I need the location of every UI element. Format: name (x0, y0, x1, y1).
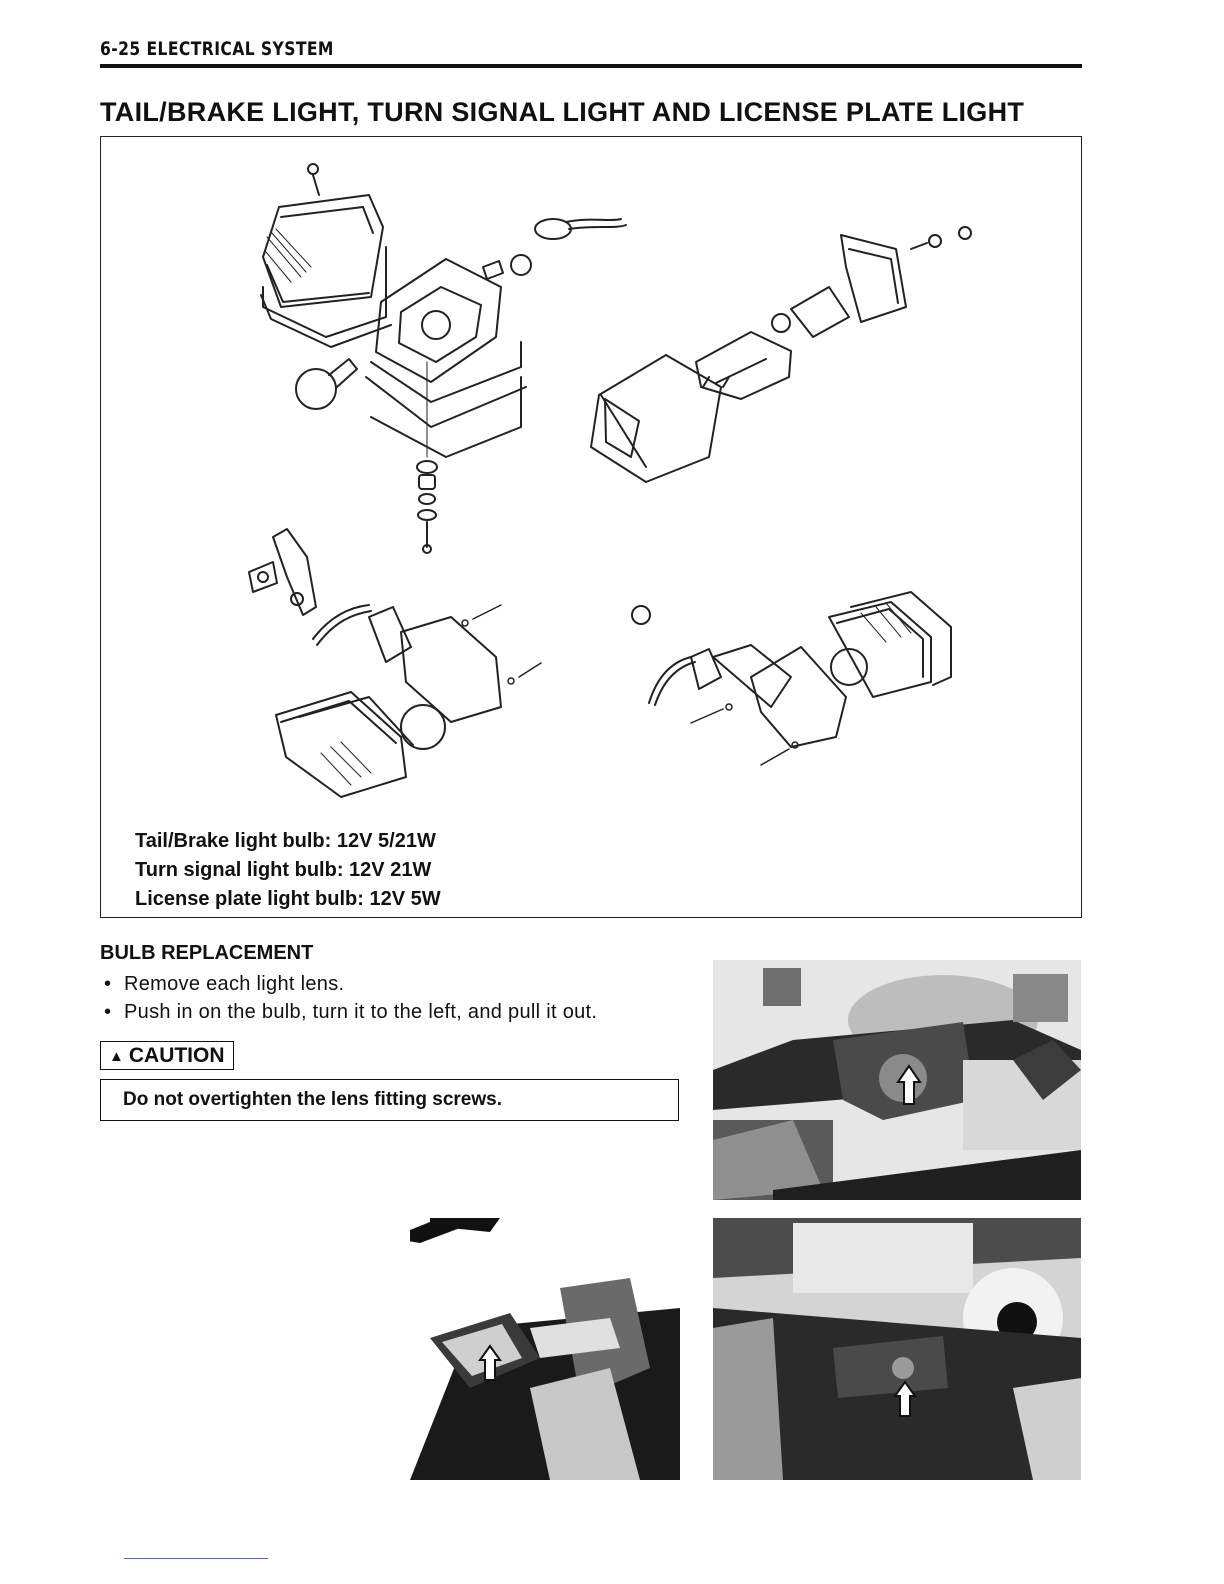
photo-tail-light-bulb (410, 1218, 680, 1480)
turn-signal-right (631, 591, 952, 748)
turn-signal-left (275, 604, 502, 798)
caution-box: Do not overtighten the lens fitting scre… (100, 1079, 679, 1121)
bulb-replacement-steps: Remove each light lens. Push in on the b… (100, 970, 597, 1026)
turn-signal-bracket (248, 528, 317, 616)
tail-socket (482, 218, 627, 280)
arrow-up-icon (896, 1064, 922, 1105)
tail-light-housing (365, 258, 527, 458)
photo-headlight-bulb (713, 960, 1081, 1200)
arrow-up-icon (478, 1344, 502, 1381)
hatch-pattern (860, 602, 912, 643)
lens-screw (307, 163, 319, 175)
turn-signal-screws (690, 703, 799, 766)
warning-triangle-icon: ▲ (109, 1047, 124, 1065)
step-item: Remove each light lens. (100, 970, 597, 998)
exploded-diagram-frame: Tail/Brake light bulb: 12V 5/21W Turn si… (100, 136, 1082, 918)
license-lamp-housing (590, 331, 792, 483)
photo-license-plate-light-bulb (713, 1218, 1081, 1480)
spec-row-turn-signal: Turn signal light bulb: 12V 21W (135, 859, 432, 881)
page-header-label: 6-25 ELECTRICAL SYSTEM (100, 38, 334, 60)
grommet-stack (416, 460, 438, 554)
section-title: TAIL/BRAKE LIGHT, TURN SIGNAL LIGHT AND … (100, 97, 1025, 127)
caution-text: Do not overtighten the lens fitting scre… (123, 1089, 502, 1110)
exploded-parts-diagram: Tail/Brake light bulb: 12V 5/21W Turn si… (135, 163, 972, 914)
header-rule (100, 64, 1082, 68)
step-item: Push in on the bulb, turn it to the left… (100, 998, 597, 1026)
arrow-up-icon (893, 1380, 917, 1417)
footer-rule (124, 1558, 268, 1559)
turn-signal-screws (461, 604, 542, 685)
hatch-pattern (320, 741, 372, 786)
spec-row-tail-brake: Tail/Brake light bulb: 12V 5/21W (135, 830, 436, 852)
caution-label: ▲ CAUTION (100, 1041, 234, 1070)
caution-label-text: CAUTION (128, 1044, 225, 1067)
bulb-spec-list: Tail/Brake light bulb: 12V 5/21W Turn si… (135, 827, 441, 914)
spec-row-license-plate: License plate light bulb: 12V 5W (135, 888, 441, 910)
tail-brake-bulb (295, 358, 358, 410)
tail-light-lens (260, 194, 392, 348)
hatch-pattern (265, 228, 312, 283)
license-plate-light (771, 226, 972, 338)
bulb-replacement-heading: BULB REPLACEMENT (100, 942, 314, 964)
